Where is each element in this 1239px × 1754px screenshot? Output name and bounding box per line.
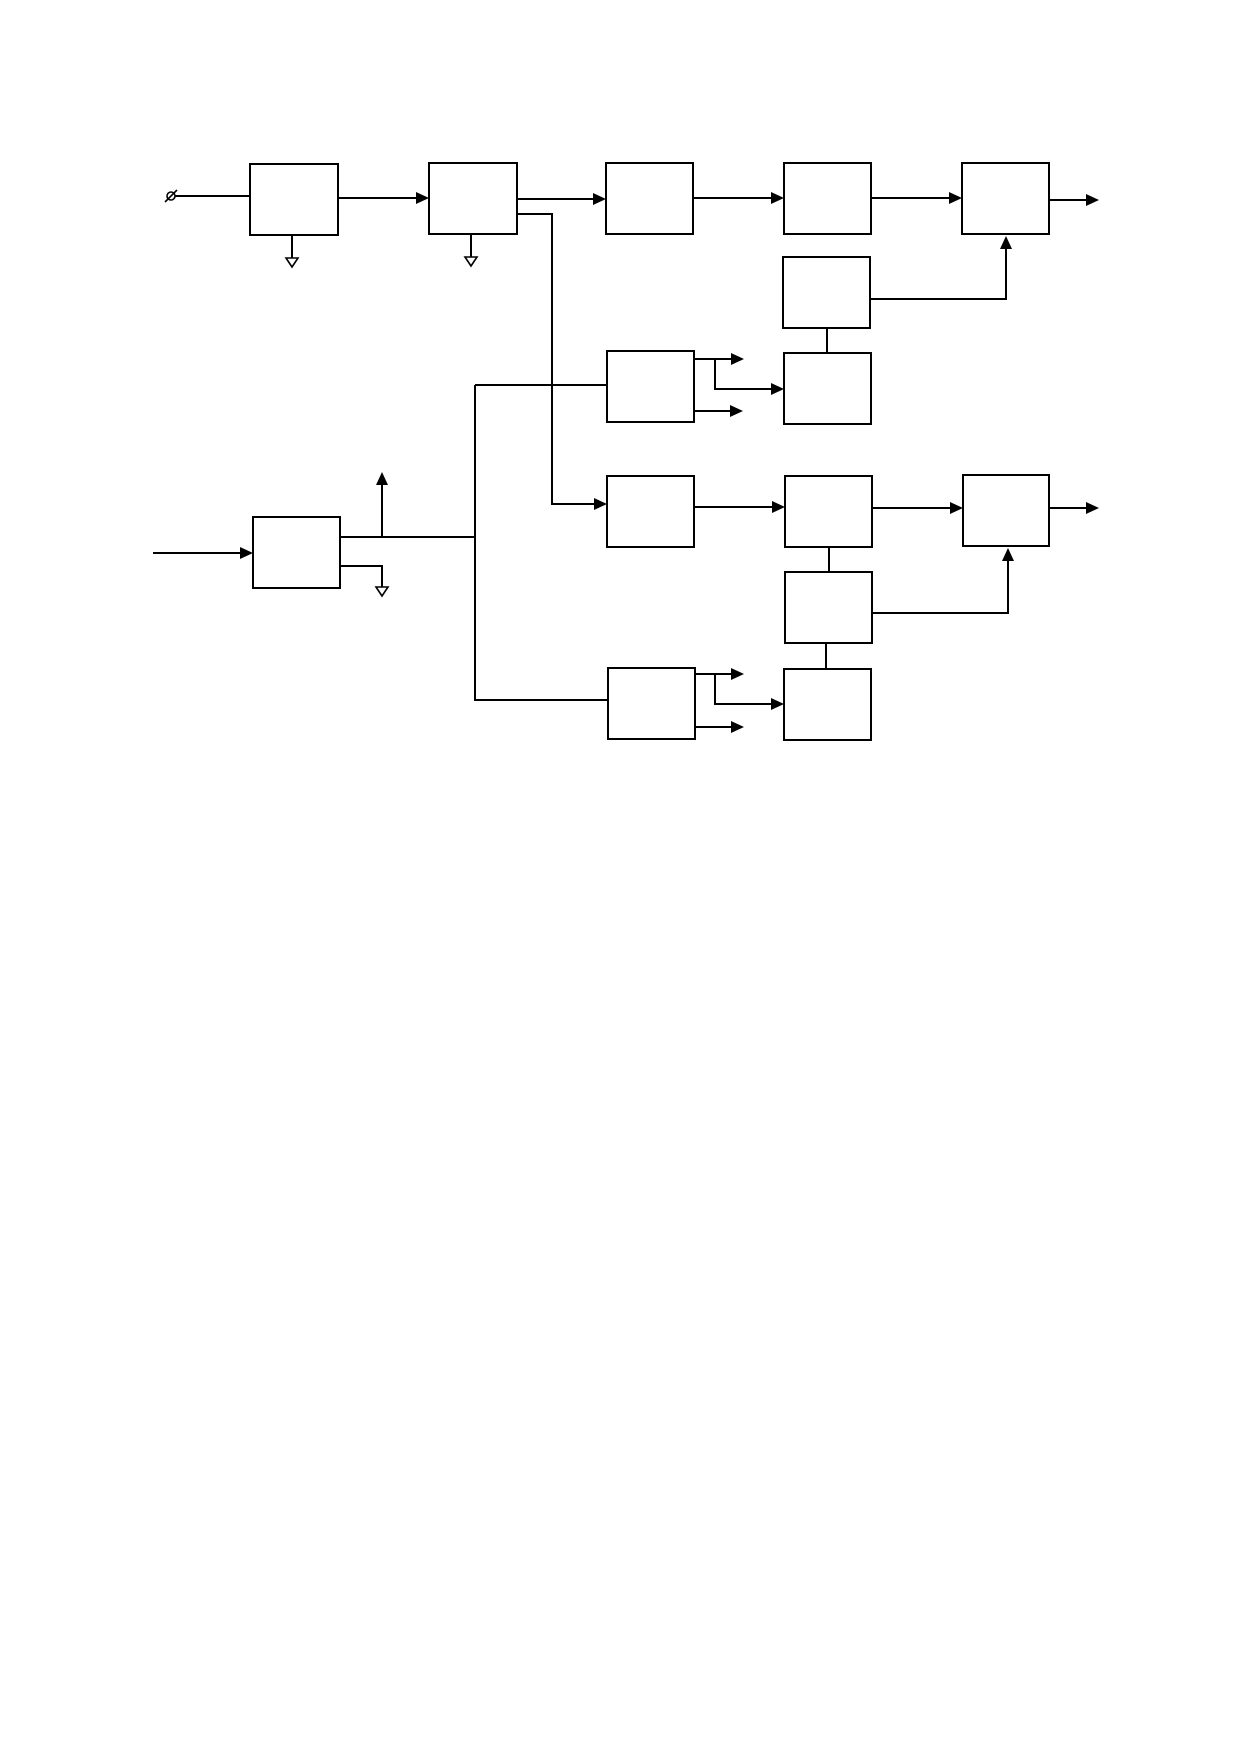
block-15 bbox=[783, 668, 872, 741]
block-4 bbox=[783, 162, 872, 235]
wire-block-14-to-block-15 bbox=[714, 674, 775, 705]
arrowhead-icon bbox=[416, 192, 429, 204]
ground-symbol-icon bbox=[463, 256, 479, 268]
block-11 bbox=[784, 475, 873, 548]
arrowhead-icon bbox=[1000, 236, 1012, 249]
arrowhead-icon bbox=[949, 192, 962, 204]
arrowhead-icon bbox=[772, 501, 785, 513]
block-6 bbox=[782, 256, 871, 329]
arrowhead-icon bbox=[240, 547, 253, 559]
block-9 bbox=[252, 516, 341, 589]
block-3 bbox=[605, 162, 694, 235]
block-8 bbox=[783, 352, 872, 425]
arrowhead-icon bbox=[731, 353, 744, 365]
arrowhead-icon bbox=[376, 472, 388, 485]
arrowhead-icon bbox=[771, 383, 784, 395]
arrowhead-icon bbox=[731, 721, 744, 733]
arrowhead-icon bbox=[731, 668, 744, 680]
wire-block-7-to-block-8 bbox=[714, 359, 775, 390]
arrowhead-icon bbox=[771, 192, 784, 204]
block-14 bbox=[607, 667, 696, 740]
wire-block-9-ground bbox=[340, 565, 383, 587]
arrowhead-icon bbox=[950, 502, 963, 514]
wire-block-2-to-block-10 bbox=[517, 213, 598, 505]
ground-symbol-icon bbox=[284, 257, 300, 269]
arrowhead-icon bbox=[1086, 194, 1099, 206]
arrowhead-icon bbox=[730, 405, 743, 417]
block-10 bbox=[606, 475, 695, 548]
wire-block-13-to-block-12 bbox=[872, 557, 1009, 614]
arrowhead-icon bbox=[1002, 548, 1014, 561]
wire-block-6-to-block-5 bbox=[870, 245, 1007, 300]
block-13 bbox=[784, 571, 873, 644]
block-7 bbox=[606, 350, 695, 423]
arrowhead-icon bbox=[594, 498, 607, 510]
arrowhead-icon bbox=[771, 698, 784, 710]
block-2 bbox=[428, 162, 518, 235]
block-5 bbox=[961, 162, 1050, 235]
arrowhead-icon bbox=[593, 193, 606, 205]
block-12 bbox=[962, 474, 1050, 547]
ground-symbol-icon bbox=[374, 586, 390, 598]
arrowhead-icon bbox=[1086, 502, 1099, 514]
block-1 bbox=[249, 163, 339, 236]
